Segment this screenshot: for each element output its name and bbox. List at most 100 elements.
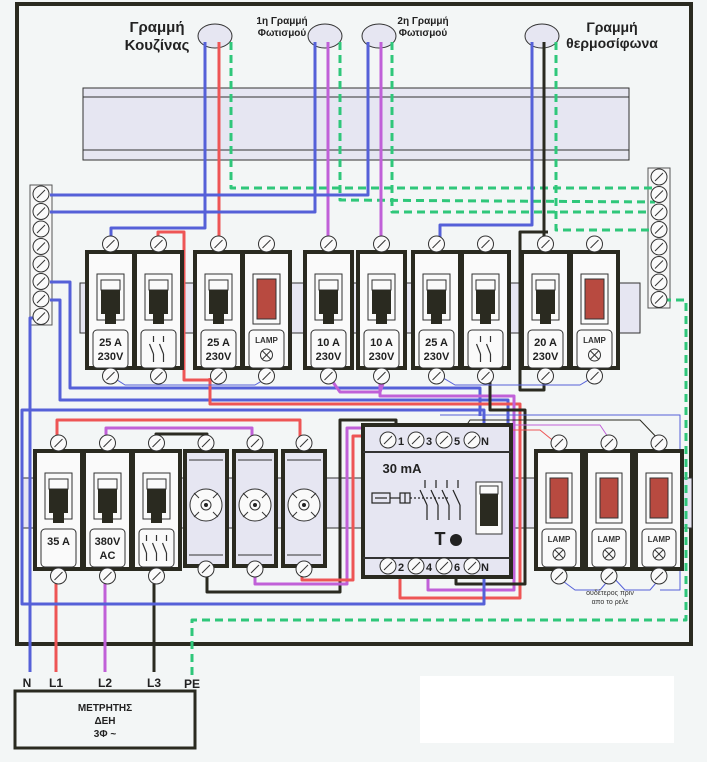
rating-current: 20 A [534, 337, 557, 349]
screw-slot [36, 277, 46, 286]
terminal-screw-top [650, 434, 668, 452]
rating-voltage: 230V [369, 351, 395, 363]
screw-slot [654, 571, 664, 581]
meter-box [13, 689, 197, 750]
screw-slot [604, 438, 614, 448]
rating-current: 10 A [317, 337, 340, 349]
toggle-base [102, 509, 113, 523]
screw-slot [383, 435, 393, 445]
terminal-screw-bottom [320, 367, 337, 385]
lamp-symbol-icon [260, 348, 273, 362]
screw-slot [411, 561, 421, 571]
terminal-screw-bottom [102, 367, 119, 385]
toggle-base [540, 310, 551, 324]
rcd-toggle-lever [479, 485, 499, 495]
surge-protector-2 [232, 449, 278, 568]
enclosure-frame [15, 2, 693, 646]
terminal-screw-top [295, 434, 313, 452]
lamp-cross [262, 350, 271, 360]
lamp-indicator-heater: LAMP [569, 250, 620, 370]
terminal-screw-top [150, 235, 167, 253]
lamp-lens [256, 278, 277, 320]
light1-earth-wire [338, 42, 656, 204]
rating-current: 10 A [370, 337, 393, 349]
lamp-label: LAMP [255, 336, 278, 345]
screw-slot [604, 571, 614, 581]
supply-label-l3: L3 [147, 676, 161, 690]
fuse-cap-spoke [261, 511, 268, 518]
screw-slot [154, 371, 163, 381]
fuse-cap-spoke [310, 511, 317, 518]
screw-slot [377, 239, 386, 249]
earth-block-terminal [650, 238, 668, 256]
kitchen-neutral-wire [109, 42, 207, 242]
rating-label-box [40, 528, 77, 568]
toggle-lever [535, 279, 556, 291]
screw-slot [467, 435, 477, 445]
terminal-screw-bottom [373, 367, 390, 385]
screw-slot [262, 371, 271, 381]
earth-block-terminal [650, 256, 668, 273]
screw-slot [152, 438, 161, 448]
rcd-terminal-bottom [407, 557, 425, 575]
screw-slot [36, 207, 46, 216]
screw-slot [554, 571, 564, 581]
terminal-screw-top [102, 235, 119, 253]
indicator-lamp-1: LAMP [534, 449, 584, 571]
fuse-cap-spoke [193, 492, 200, 499]
toggle-lever [208, 279, 229, 291]
switch-right [460, 250, 511, 370]
screw-slot [299, 438, 309, 448]
terminal-screw-bottom [246, 560, 264, 578]
breaker-10a-light2: 10 A 230V [356, 250, 407, 370]
terminal-screw-top [99, 434, 116, 452]
screw-slot [541, 371, 550, 381]
screw-slot [201, 564, 211, 574]
jumper-wire [156, 230, 213, 382]
terminal-screw-top [258, 235, 275, 253]
rating-current: 25 A [425, 337, 448, 349]
screw-slot [481, 371, 490, 381]
label-light2-line1: 2η Γραμμή [397, 16, 448, 27]
terminal-screw-top [210, 235, 227, 253]
screw-slot [154, 239, 163, 249]
rcd-terminal-top [435, 431, 453, 449]
screw-slot [262, 239, 271, 249]
surge-protector-1 [183, 449, 229, 568]
rating-label-box [89, 528, 126, 568]
fuse-cap-spoke [242, 492, 249, 499]
main-switch-3pole [131, 449, 182, 571]
screw-slot [103, 571, 112, 581]
screw-slot [590, 371, 599, 381]
screw-slot [214, 371, 223, 381]
rcd-test-label: T [435, 529, 446, 549]
screw-slot [654, 277, 664, 287]
screw-slot [654, 438, 664, 448]
rating-label-box [140, 329, 177, 369]
screw-slot [481, 239, 490, 249]
terminal-screw-bottom [550, 567, 568, 585]
lamp-indicator: LAMP [241, 250, 292, 370]
rcd-terminal-bottom [463, 557, 481, 575]
lamp-symbol-icon [602, 547, 616, 561]
neutral-block-terminal [32, 255, 50, 273]
screw-slot [36, 294, 46, 304]
lamp-lens [584, 278, 605, 320]
rcd-symbol-icon [371, 480, 461, 520]
terminal-screw-top [373, 235, 390, 253]
rating-voltage: 230V [206, 351, 232, 363]
screw-slot [106, 371, 115, 381]
supply-label-n: N [23, 676, 32, 690]
terminal-screw-top [246, 434, 264, 452]
terminal-screw-top [50, 434, 67, 452]
label-light1-line2: Φωτισμού [258, 28, 307, 39]
rcd-toggle-handle [480, 494, 498, 526]
heater-earth-wire [554, 42, 655, 232]
terminal-screw-bottom [99, 567, 116, 585]
lamp-circle [652, 547, 666, 561]
screw-slot [541, 239, 550, 249]
fuse-cap-dot [253, 503, 257, 507]
screw-slot [654, 260, 664, 269]
